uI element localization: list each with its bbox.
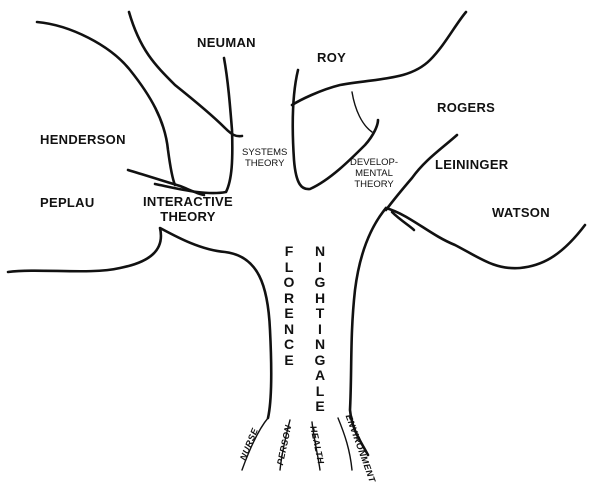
label-developmental-theory: DEVELOP- MENTAL THEORY	[350, 157, 398, 190]
nightingale-letter: N	[312, 337, 328, 353]
florence-letter: R	[281, 291, 297, 307]
label-watson: WATSON	[492, 205, 550, 220]
label-peplau: PEPLAU	[40, 195, 95, 210]
label-systems-theory: SYSTEMS THEORY	[242, 147, 287, 169]
florence-letter: O	[281, 275, 297, 291]
nightingale-letter: I	[312, 260, 328, 276]
nightingale-letter: N	[312, 244, 328, 260]
florence-letter: L	[281, 260, 297, 276]
branch-henderson-low	[128, 170, 204, 195]
nightingale-letter: G	[312, 275, 328, 291]
nightingale-letter: G	[312, 353, 328, 369]
nightingale-letter: T	[312, 306, 328, 322]
label-interactive-theory: INTERACTIVE THEORY	[143, 194, 233, 224]
trunk-left-edge	[8, 228, 271, 418]
florence-letter: F	[281, 244, 297, 260]
nightingale-letter: L	[312, 384, 328, 400]
branch-neuman-outer	[129, 12, 242, 136]
branch-watson	[386, 208, 585, 268]
nightingale-letter: H	[312, 291, 328, 307]
branch-roy-thin	[352, 92, 372, 132]
florence-letter: E	[281, 353, 297, 369]
nightingale-letter: A	[312, 368, 328, 384]
branch-henderson	[37, 22, 175, 185]
nightingale-letter: E	[312, 399, 328, 415]
florence-letter: C	[281, 337, 297, 353]
label-henderson: HENDERSON	[40, 132, 126, 147]
florence-letter: E	[281, 306, 297, 322]
label-roy: ROY	[317, 50, 346, 65]
florence-letter: N	[281, 322, 297, 338]
label-rogers: ROGERS	[437, 100, 495, 115]
nightingale-letter: I	[312, 322, 328, 338]
label-leininger: LEININGER	[435, 157, 508, 172]
trunk-right-edge	[350, 208, 386, 455]
label-neuman: NEUMAN	[197, 35, 256, 50]
